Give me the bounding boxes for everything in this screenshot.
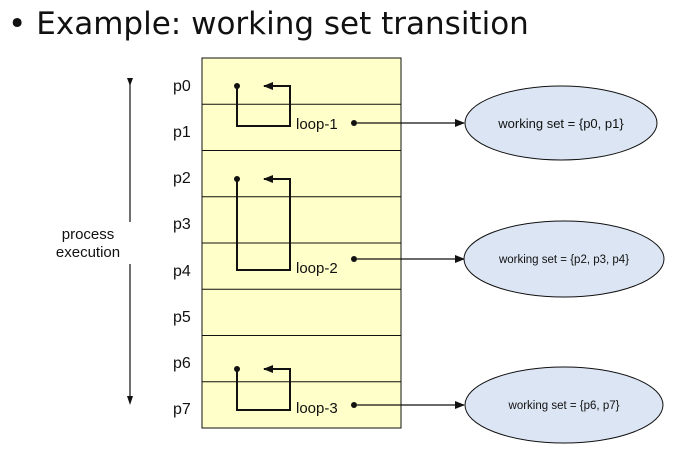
execution-axis: process execution — [40, 78, 133, 405]
working-set-3-text: working set = {p6, p7} — [508, 400, 620, 412]
loop-3-label: loop-3 — [296, 400, 338, 417]
page-label-p4: p4 — [173, 263, 191, 280]
working-set-2-text: working set = {p2, p3, p4} — [498, 254, 629, 266]
loop-1-path — [236, 82, 291, 127]
loop-3-connector-dot — [351, 402, 357, 408]
slide-title: •Example: working set transition — [8, 6, 529, 42]
page-label-p6: p6 — [173, 355, 191, 372]
loop-3: loop-3 working set = {p6, p7} — [234, 365, 664, 444]
loop-1: loop-1 working set = {p0, p1} — [234, 82, 658, 161]
loop-2: loop-2 working set = {p2, p3, p4} — [234, 175, 665, 298]
bullet: • — [8, 6, 27, 42]
axis-arrowhead — [127, 396, 133, 405]
page-label-p5: p5 — [173, 309, 191, 326]
axis-label-background — [40, 222, 132, 264]
page-label-p1: p1 — [173, 124, 191, 141]
slide-title-text: Example: working set transition — [36, 6, 529, 42]
working-set-ellipse-1 — [464, 85, 658, 161]
loop-2-connector-dot — [351, 256, 357, 262]
page-label-p2: p2 — [173, 170, 191, 187]
loop-1-label: loop-1 — [296, 116, 338, 133]
working-set-ellipse-3 — [464, 366, 664, 444]
axis-label-line-2: execution — [56, 244, 120, 261]
loop-2-label: loop-2 — [296, 260, 338, 277]
axis-top-tick — [127, 78, 133, 86]
axis-label-line-1: process — [62, 226, 115, 243]
loop-3-path — [236, 365, 291, 411]
loop-1-connector-dot — [351, 120, 357, 126]
page-label-p7: p7 — [173, 401, 191, 418]
page-table: p0 p1 p2 p3 p4 p5 p6 p7 — [173, 57, 402, 429]
working-set-1-text: working set = {p0, p1} — [497, 116, 624, 131]
loop-2-path — [236, 175, 291, 271]
page-label-p3: p3 — [173, 216, 191, 233]
page-label-p0: p0 — [173, 78, 191, 95]
working-set-ellipse-2 — [463, 220, 665, 298]
